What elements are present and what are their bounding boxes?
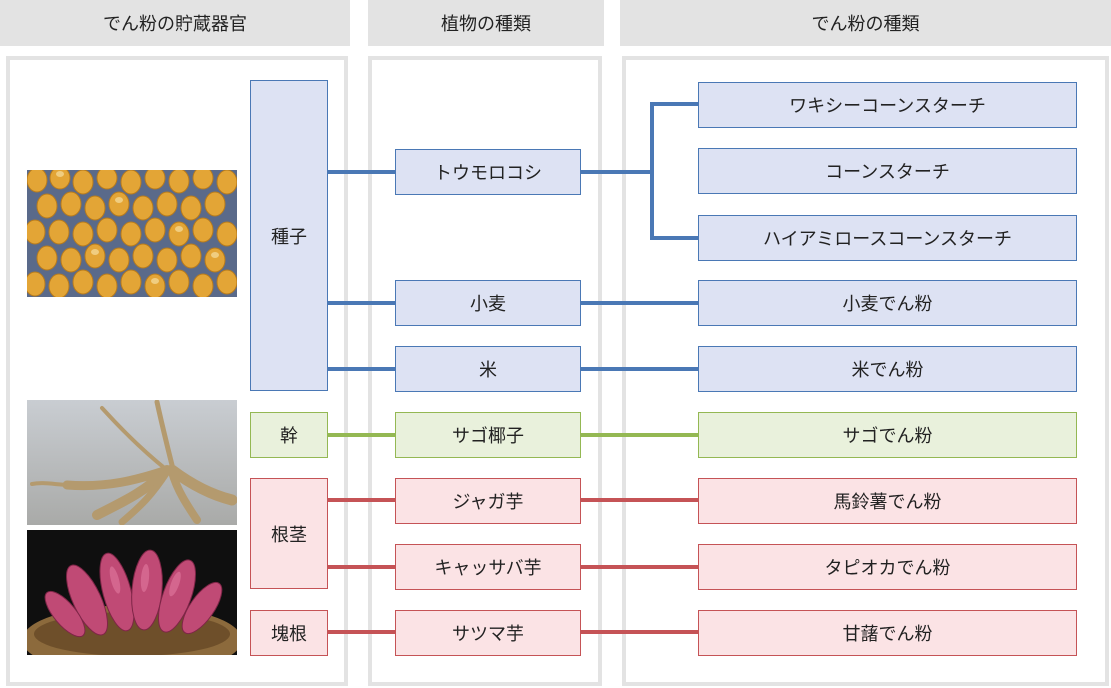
corn-kernels-photo xyxy=(27,170,237,297)
starch-waxy-corn-box: ワキシーコーンスターチ xyxy=(698,82,1077,128)
starch-tapioca-box: タピオカでん粉 xyxy=(698,544,1077,590)
starch-sweetpotato-box: 甘藷でん粉 xyxy=(698,610,1077,656)
plant-corn-box: トウモロコシ xyxy=(395,149,581,195)
starch-high-amylose-box: ハイアミロースコーンスターチ xyxy=(698,215,1077,261)
starch-sago-box: サゴでん粉 xyxy=(698,412,1077,458)
header-storage-organ: でん粉の貯蔵器官 xyxy=(0,0,350,46)
plant-potato-box: ジャガ芋 xyxy=(395,478,581,524)
plant-wheat-box: 小麦 xyxy=(395,280,581,326)
organ-tuber-box: 塊根 xyxy=(250,610,328,656)
starch-wheat-box: 小麦でん粉 xyxy=(698,280,1077,326)
plant-cassava-box: キャッサバ芋 xyxy=(395,544,581,590)
blue-connectors xyxy=(328,102,699,371)
organ-seed-box: 種子 xyxy=(250,80,328,391)
plant-sweetpotato-box: サツマ芋 xyxy=(395,610,581,656)
starch-corn-box: コーンスターチ xyxy=(698,148,1077,194)
organ-trunk-box: 幹 xyxy=(250,412,328,458)
sweet-potato-photo xyxy=(27,530,237,655)
red-connectors xyxy=(328,498,699,634)
plant-sago-box: サゴ椰子 xyxy=(395,412,581,458)
plant-rice-box: 米 xyxy=(395,346,581,392)
cassava-roots-photo xyxy=(27,400,237,525)
header-starch-type: でん粉の種類 xyxy=(620,0,1111,46)
starch-potato-box: 馬鈴薯でん粉 xyxy=(698,478,1077,524)
starch-rice-box: 米でん粉 xyxy=(698,346,1077,392)
header-plant-type: 植物の種類 xyxy=(368,0,604,46)
organ-rhizome-box: 根茎 xyxy=(250,478,328,589)
